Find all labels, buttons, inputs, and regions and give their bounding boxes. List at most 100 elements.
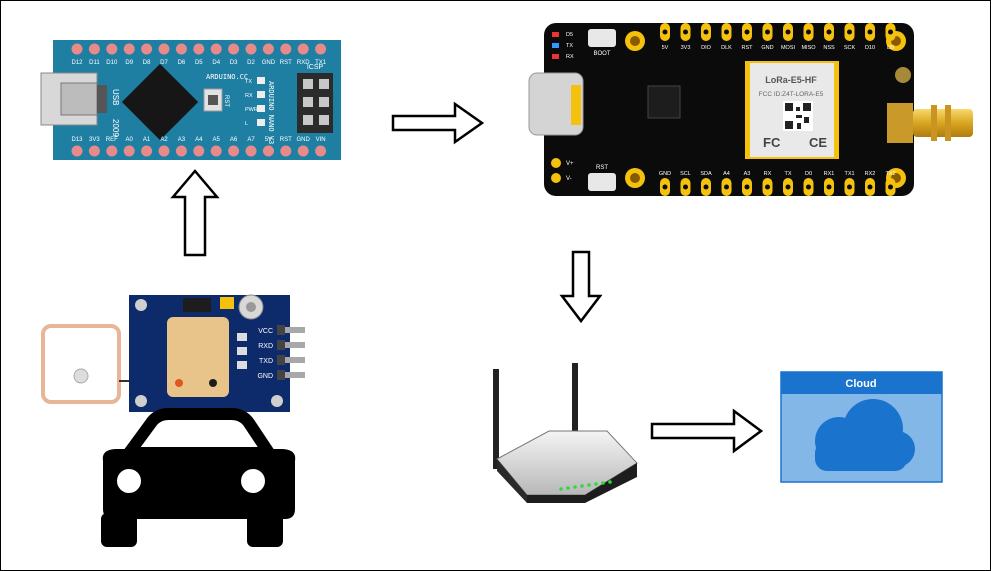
icsp-pin: [303, 115, 313, 125]
icsp-pin: [319, 115, 329, 125]
lora-top-pin-label: 5V: [662, 45, 669, 51]
lora-top-pin-label: MISO: [801, 45, 816, 51]
sma-base: [887, 103, 913, 143]
arduino-bottom-pin-label: A4: [195, 137, 203, 143]
cloud-panel-header: [781, 372, 942, 394]
gps-pin-label: GND: [257, 373, 273, 380]
lora-bottom-pin-label: D0: [805, 171, 812, 177]
icsp-pin: [319, 97, 329, 107]
lora-top-pin-label: 3V3: [681, 45, 691, 51]
arduino-top-pin-label: D3: [230, 60, 238, 66]
arduino-bottom-pin-label: 3V3: [89, 137, 100, 143]
gps-pin-label: TXD: [259, 358, 273, 365]
lora-bottom-pin-label: RX1: [824, 171, 835, 177]
arduino-pin-pad: [280, 43, 292, 55]
arduino-pin-pad: [158, 145, 170, 157]
arduino-bottom-pin-label: A7: [247, 137, 255, 143]
arduino-pin-pad: [245, 43, 257, 55]
lora-usbc-connector: [528, 72, 584, 136]
arduino-rst-label: RST: [223, 95, 229, 107]
arduino-top-pin-label: D9: [125, 60, 133, 66]
lora-led: [552, 54, 559, 59]
arduino-pin-pad: [315, 43, 327, 55]
lora-bottom-pin-label: RX: [764, 171, 772, 177]
lora-bottom-pin-label: SCL: [680, 171, 691, 177]
gps-pin: [279, 342, 305, 348]
lora-top-pin-label: D9: [887, 45, 894, 51]
arduino-pin-pad: [175, 43, 187, 55]
arduino-pin-pad: [141, 145, 153, 157]
arduino-icsp-label: ICSP: [307, 64, 324, 71]
arduino-pin-pad: [123, 145, 135, 157]
arduino-year-label: 2009: [111, 119, 120, 137]
arduino-brand-label: ARDUINO.CC: [206, 73, 248, 81]
cloud-title: Cloud: [845, 378, 876, 390]
arduino-pin-pad: [297, 145, 309, 157]
router-antenna-left: [493, 369, 499, 469]
arduino-pin-pad: [297, 43, 309, 55]
lora-boot-button: [588, 29, 616, 47]
wifi-router-icon: [493, 363, 638, 503]
arduino-mcu-chip: [121, 63, 199, 141]
lora-bottom-pin-label: GND: [659, 171, 671, 177]
arduino-top-pin-label: D8: [143, 60, 151, 66]
icsp-pin: [303, 97, 313, 107]
arduino-bottom-pin-label: A1: [143, 137, 151, 143]
lora-boot-label: BOOT: [593, 51, 610, 57]
arduino-pin-pad: [228, 145, 240, 157]
arduino-pin-pad: [106, 145, 118, 157]
arduino-top-pin-label: D11: [89, 60, 100, 66]
lora-led-label: TX: [566, 43, 573, 49]
arduino-pin-pad: [88, 43, 100, 55]
car-icon: [101, 408, 296, 547]
lora-bottom-pin-label: A4: [723, 171, 730, 177]
arduino-usb-label: USB: [111, 89, 120, 105]
lora-rst-label: RST: [596, 165, 608, 171]
lora-fcc-label: FCC ID:Z4T-LORA-E5: [759, 91, 824, 98]
lora-led: [552, 32, 559, 37]
lora-top-pin-label: D10: [865, 45, 875, 51]
lora-rst-button: [588, 173, 616, 191]
lora-vminus-label: V-: [566, 176, 572, 182]
lora-top-pin-label: GND: [761, 45, 773, 51]
lora-vminus-pad: [551, 173, 561, 183]
arduino-led: [257, 105, 265, 112]
gps-pin-label: VCC: [258, 328, 273, 335]
arduino-top-pin-label: GND: [262, 60, 276, 66]
lora-vplus-label: V+: [566, 161, 574, 167]
lora-bottom-pin-label: TX1: [844, 171, 854, 177]
arduino-pin-pad: [175, 145, 187, 157]
arduino-top-pin-label: RXD: [297, 60, 310, 66]
arduino-bottom-pin-label: A2: [160, 137, 168, 143]
arduino-top-pin-label: D6: [178, 60, 186, 66]
gps-pin: [279, 327, 305, 333]
gps-pin: [279, 372, 305, 378]
lora-top-pin-label: DLK: [721, 45, 732, 51]
fc-mark: FC: [763, 135, 781, 150]
lora-top-pin-label: SCK: [844, 45, 856, 51]
arduino-top-pin-label: RST: [280, 60, 292, 66]
arduino-bottom-pin-label: REF: [106, 137, 118, 143]
arduino-pin-pad: [88, 145, 100, 157]
arduino-pin-pad: [262, 43, 274, 55]
arduino-led: [257, 119, 265, 126]
arduino-bottom-pin-label: GND: [297, 137, 311, 143]
lora-led-label: RX: [566, 54, 574, 60]
cloud-panel: Cloud: [780, 371, 943, 483]
lora-bottom-pin-label: SDA: [700, 171, 712, 177]
arduino-pin-pad: [228, 43, 240, 55]
arduino-top-pin-label: D7: [160, 60, 168, 66]
arduino-top-pin-label: D2: [247, 60, 255, 66]
arrow-router-to-cloud: [650, 408, 764, 454]
arduino-pin-pad: [71, 145, 83, 157]
